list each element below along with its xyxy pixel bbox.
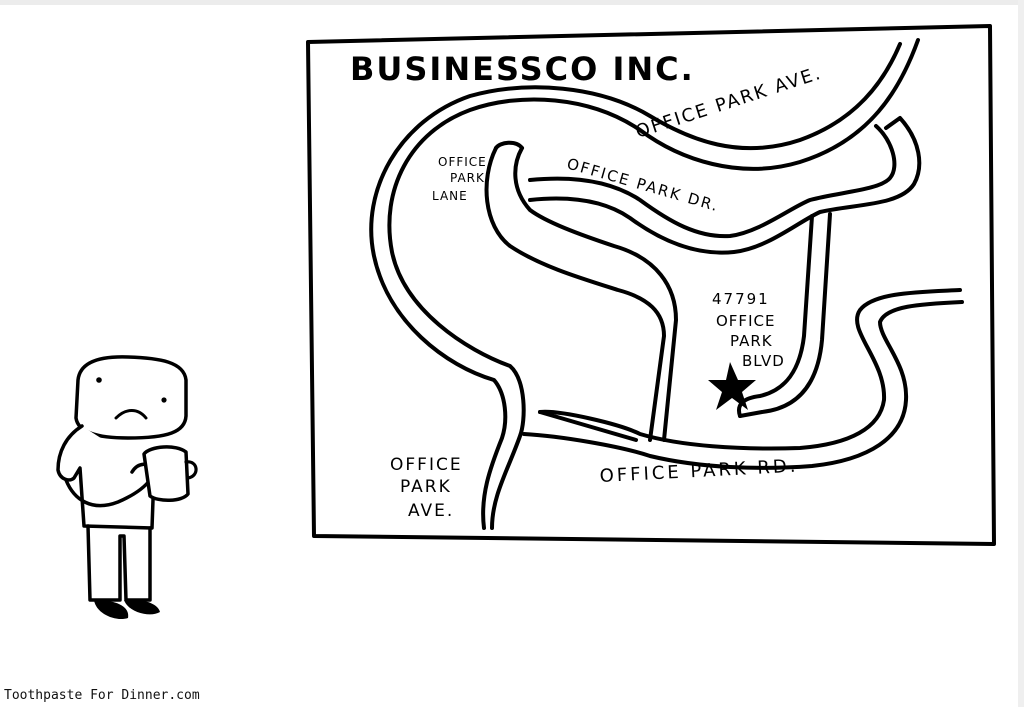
map-title: BUSINESSCO INC.: [350, 50, 695, 88]
character-mouth: [114, 409, 148, 420]
label-office-park-lane-3: LANE: [432, 189, 468, 203]
label-address-1: 47791: [712, 290, 770, 308]
label-office-park-ave-bottom-3: AVE.: [408, 501, 454, 521]
label-address-2: OFFICE: [716, 312, 775, 330]
star-icon: [708, 362, 756, 410]
character-foot-left: [94, 600, 129, 620]
character-eye-left: [96, 377, 102, 383]
character-foot-right: [124, 599, 160, 615]
character-legs: [86, 524, 152, 602]
site-credit: Toothpaste For Dinner.com: [4, 688, 200, 703]
label-address-4: BLVD: [742, 352, 785, 370]
label-address-3: PARK: [730, 332, 773, 350]
label-office-park-ave-bottom-1: OFFICE: [390, 455, 463, 475]
character: [56, 355, 188, 602]
right-border: [1018, 0, 1024, 707]
cup-handle: [184, 460, 198, 480]
character-head: [74, 355, 188, 440]
character-arm: [64, 478, 152, 508]
label-office-park-ave-bottom-2: PARK: [400, 477, 452, 497]
character-eye-right: [161, 397, 167, 403]
label-office-park-lane-1: OFFICE: [438, 155, 487, 169]
character-body: [56, 424, 156, 530]
top-border: [0, 0, 1024, 5]
cup-icon: [142, 445, 190, 502]
label-office-park-lane-2: PARK: [450, 171, 485, 185]
map-roads: [369, 38, 964, 530]
